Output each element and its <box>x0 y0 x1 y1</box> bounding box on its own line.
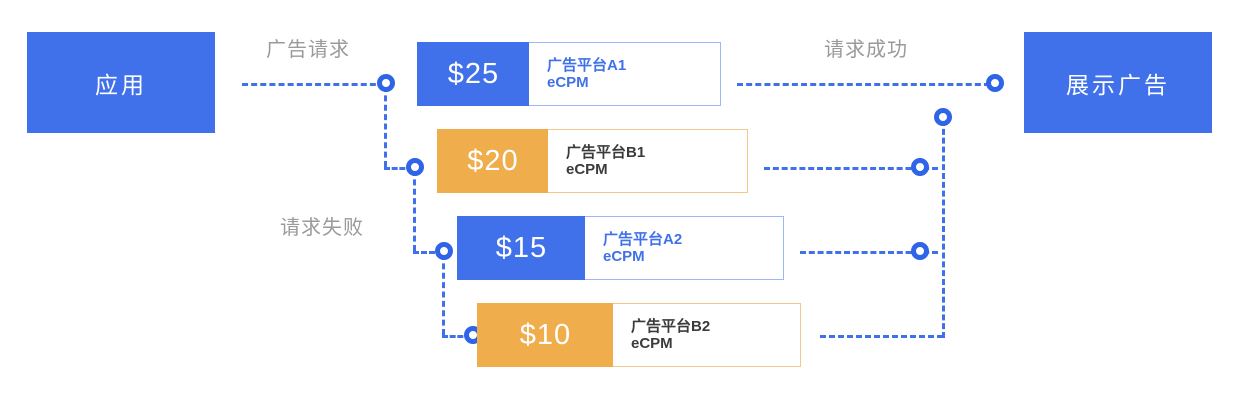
label-request-failed: 请求失败 <box>280 217 364 239</box>
node-row1-right <box>986 74 1004 92</box>
bid-row-4-price: $10 <box>477 303 613 367</box>
connector-into-row2 <box>384 167 413 170</box>
connector-drop-row2-row3 <box>413 170 416 251</box>
bid-row-3-price: $15 <box>457 216 585 280</box>
label-ad-request: 广告请求 <box>266 39 350 61</box>
bid-row-3-metric: eCPM <box>603 248 645 265</box>
bid-row-1: $25 广告平台A1 eCPM <box>417 42 721 106</box>
connector-row4-to-bus <box>820 335 943 338</box>
bid-row-1-price: $25 <box>417 42 529 106</box>
connector-drop-row1-row2 <box>384 86 387 167</box>
show-ad-node-label: 展示广告 <box>1066 71 1170 98</box>
node-row3-right <box>911 242 929 260</box>
bid-row-4-platform: 广告平台B2 eCPM <box>613 303 801 367</box>
connector-right-bus <box>942 120 945 338</box>
app-node: 应用 <box>27 32 215 133</box>
connector-into-row3 <box>413 251 443 254</box>
bid-row-2-platform: 广告平台B1 eCPM <box>548 129 748 193</box>
node-row2-left <box>406 158 424 176</box>
connector-row2-to-bus <box>764 167 938 170</box>
bid-row-1-platform: 广告平台A1 eCPM <box>529 42 721 106</box>
node-row1-left <box>377 74 395 92</box>
node-bus-top <box>934 108 952 126</box>
bid-row-2-platform-name: 广告平台B1 <box>566 143 646 161</box>
bid-row-4-metric: eCPM <box>631 335 673 352</box>
node-row2-right <box>911 158 929 176</box>
connector-row1-to-success <box>737 83 990 86</box>
bid-row-4-platform-name: 广告平台B2 <box>631 317 711 335</box>
bid-row-3-platform: 广告平台A2 eCPM <box>585 216 784 280</box>
bid-row-2-metric: eCPM <box>566 161 608 178</box>
show-ad-node: 展示广告 <box>1024 32 1212 133</box>
bid-row-4: $10 广告平台B2 eCPM <box>477 303 801 367</box>
connector-row3-to-bus <box>800 251 938 254</box>
app-node-label: 应用 <box>95 71 147 98</box>
label-request-success: 请求成功 <box>824 39 908 61</box>
bid-row-2-price: $20 <box>437 129 548 193</box>
bid-row-1-platform-name: 广告平台A1 <box>547 56 627 74</box>
bid-row-1-metric: eCPM <box>547 74 589 91</box>
bid-row-2: $20 广告平台B1 eCPM <box>437 129 748 193</box>
connector-into-row4 <box>442 335 471 338</box>
bid-row-3: $15 广告平台A2 eCPM <box>457 216 784 280</box>
node-row3-left <box>435 242 453 260</box>
connector-drop-row3-row4 <box>442 254 445 335</box>
connector-app-to-row1 <box>242 83 385 86</box>
bid-row-3-platform-name: 广告平台A2 <box>603 230 683 248</box>
